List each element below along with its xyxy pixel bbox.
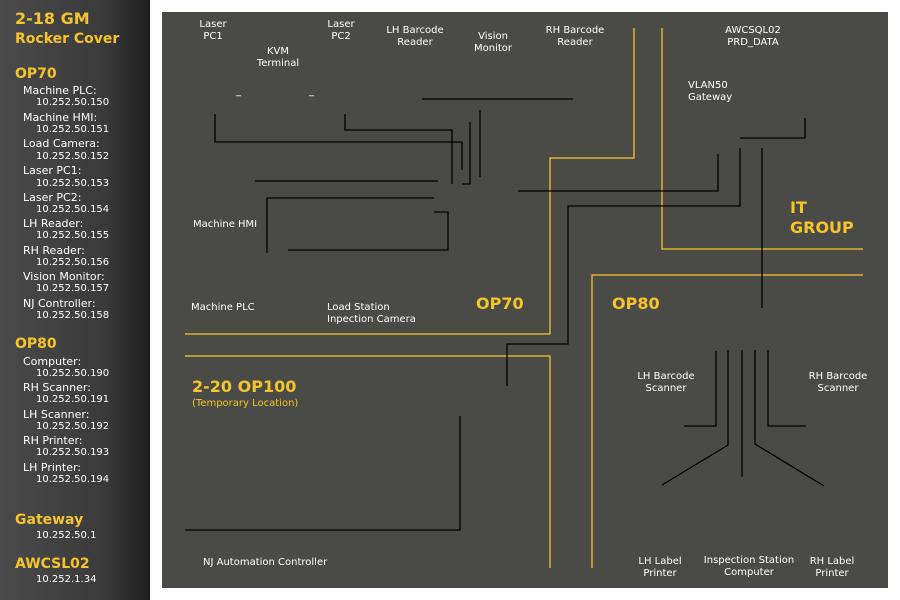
ip-label: LH Scanner: bbox=[23, 408, 90, 421]
ip-value: 10.252.50.192 bbox=[36, 421, 110, 432]
device-nj-controller: NJ Automation Controller bbox=[203, 557, 328, 568]
ip-value: 10.252.50.158 bbox=[36, 310, 110, 321]
device-lh-barcode-scanner: LH Barcode Scanner bbox=[637, 371, 695, 394]
cable-nj-controller bbox=[185, 416, 461, 531]
project-subtitle: Rocker Cover bbox=[15, 31, 120, 47]
zone-label-op100-sub: (Temporary Location) bbox=[192, 398, 299, 409]
ip-label: NJ Controller: bbox=[23, 297, 96, 310]
ip-value: 10.252.50.152 bbox=[36, 151, 110, 162]
ip-value: 10.252.50.157 bbox=[36, 283, 110, 294]
ip-value: 10.252.50.154 bbox=[36, 204, 110, 215]
cable-laser-pc1 bbox=[214, 114, 463, 170]
zone-boundary-op100 bbox=[185, 355, 551, 568]
ip-label: Machine PLC: bbox=[23, 84, 97, 97]
device-laser-pc2: Laser PC2 bbox=[327, 19, 355, 42]
device-load-station-camera: Load Station Inpection Camera bbox=[327, 302, 416, 325]
gateway-heading: Gateway bbox=[15, 512, 84, 528]
device-kvm-terminal: KVM Terminal bbox=[256, 46, 300, 69]
sidebar-ip-list: 2-18 GM Rocker Cover OP70 Machine PLC: 1… bbox=[0, 0, 150, 600]
op70-heading: OP70 bbox=[15, 66, 57, 82]
ip-value: 10.252.50.191 bbox=[36, 394, 110, 405]
device-rh-barcode-reader: RH Barcode Reader bbox=[545, 25, 605, 48]
ip-label: RH Printer: bbox=[23, 434, 83, 447]
zone-boundary-op70 bbox=[185, 28, 635, 335]
cable-rh-scanner bbox=[767, 350, 806, 427]
cable-lh-printer bbox=[661, 350, 729, 486]
device-inspection-computer: Inspection Station Computer bbox=[703, 555, 795, 578]
zone-label-op80: OP80 bbox=[612, 294, 660, 313]
zone-boundary-it bbox=[661, 28, 863, 250]
device-vlan50-gateway: VLAN50 Gateway bbox=[688, 80, 733, 103]
cable-laser-pc2 bbox=[344, 114, 453, 184]
ip-label: RH Reader: bbox=[23, 244, 85, 257]
zone-boundary-op80 bbox=[591, 274, 863, 568]
cable-machine-plc bbox=[288, 211, 449, 251]
ip-value: 10.252.50.156 bbox=[36, 257, 110, 268]
cable-machine-hmi bbox=[266, 197, 434, 253]
ip-label: RH Scanner: bbox=[23, 381, 91, 394]
network-diagram: Laser PC1 KVM Terminal _ _ Laser PC2 LH … bbox=[160, 10, 890, 590]
cable-awcsql02 bbox=[740, 118, 806, 139]
ip-value: 10.252.50.150 bbox=[36, 97, 110, 108]
ip-label: Laser PC1: bbox=[23, 164, 82, 177]
kvm-port-left: _ bbox=[236, 86, 241, 97]
project-title: 2-18 GM bbox=[15, 9, 90, 28]
cable-lh-scanner bbox=[684, 351, 717, 427]
device-lh-label-printer: LH Label Printer bbox=[638, 556, 682, 579]
device-awcsql02: AWCSQL02 PRD_DATA bbox=[725, 25, 781, 48]
op80-heading: OP80 bbox=[15, 336, 57, 352]
cable-vlan50 bbox=[506, 148, 741, 386]
ip-label: Computer: bbox=[23, 355, 82, 368]
device-rh-barcode-scanner: RH Barcode Scanner bbox=[808, 371, 868, 394]
kvm-port-right: _ bbox=[309, 86, 314, 97]
device-machine-plc: Machine PLC bbox=[191, 302, 255, 313]
ip-label: LH Printer: bbox=[23, 461, 82, 474]
ip-label: Laser PC2: bbox=[23, 191, 82, 204]
ip-label: LH Reader: bbox=[23, 217, 84, 230]
ip-value: 10.252.50.153 bbox=[36, 178, 110, 189]
zone-label-it-group: IT GROUP bbox=[790, 198, 854, 237]
ip-label: Load Camera: bbox=[23, 137, 100, 150]
cable-rh-reader bbox=[518, 154, 719, 192]
device-machine-hmi: Machine HMI bbox=[193, 219, 258, 230]
gateway-ip: 10.252.50.1 bbox=[36, 530, 97, 541]
awcsl02-ip: 10.252.1.34 bbox=[36, 574, 97, 585]
zone-label-op100: 2-20 OP100 bbox=[192, 377, 297, 396]
zone-label-op70: OP70 bbox=[476, 294, 524, 313]
ip-value: 10.252.50.193 bbox=[36, 447, 110, 458]
awcsl02-heading: AWCSL02 bbox=[15, 556, 90, 572]
network-lines bbox=[185, 28, 863, 568]
device-vision-monitor: Vision Monitor bbox=[473, 31, 512, 54]
ip-label: Machine HMI: bbox=[23, 111, 98, 124]
cable-rh-printer bbox=[754, 350, 825, 487]
ip-value: 10.252.50.194 bbox=[36, 474, 110, 485]
ip-value: 10.252.50.151 bbox=[36, 124, 110, 135]
cable-vision-drop bbox=[462, 122, 471, 185]
ip-value: 10.252.50.190 bbox=[36, 368, 110, 379]
ip-label: Vision Monitor: bbox=[23, 270, 105, 283]
ip-value: 10.252.50.155 bbox=[36, 230, 110, 241]
device-laser-pc1: Laser PC1 bbox=[199, 19, 227, 42]
device-lh-barcode-reader: LH Barcode Reader bbox=[386, 25, 444, 48]
device-rh-label-printer: RH Label Printer bbox=[809, 556, 855, 579]
